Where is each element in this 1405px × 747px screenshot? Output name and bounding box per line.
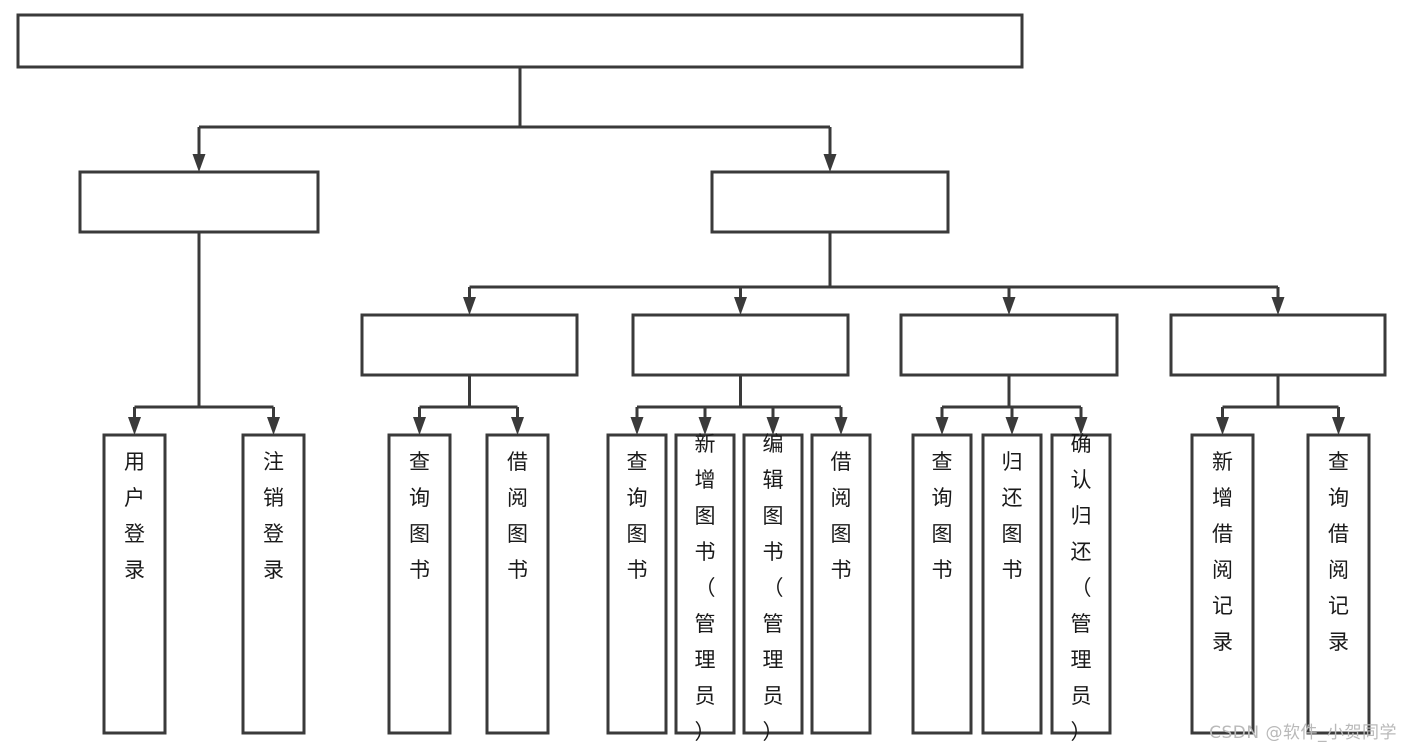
arrow-head-icon: [1002, 297, 1016, 315]
connector-layer: [128, 67, 1345, 435]
node-box-current-borrow: [899, 313, 1119, 377]
node-label-leaf-query-book-3: 查询图书: [932, 450, 953, 582]
node-box-root: [16, 13, 1024, 69]
node-leaf-add-borrow-record[interactable]: 新增借阅记录: [1190, 433, 1255, 735]
node-box-new-book-recommend: [360, 313, 579, 377]
node-label-leaf-user-login: 用户登录: [124, 450, 145, 582]
node-book-borrow[interactable]: [631, 313, 850, 377]
node-borrow-record[interactable]: [1169, 313, 1387, 377]
node-label-leaf-query-book-2: 查询图书: [627, 450, 648, 582]
arrow-head-icon: [834, 417, 848, 435]
node-box-borrow-record: [1169, 313, 1387, 377]
node-book-manage[interactable]: [710, 170, 950, 234]
node-leaf-borrow-book-1[interactable]: 借阅图书: [485, 433, 550, 735]
node-leaf-query-book-1[interactable]: 查询图书: [387, 433, 452, 735]
arrow-head-icon: [823, 154, 837, 172]
arrow-head-icon: [935, 417, 949, 435]
node-label-leaf-user-logout: 注销登录: [263, 450, 284, 582]
node-box-leaf-borrow-book-1: [485, 433, 550, 735]
arrow-head-icon: [463, 297, 476, 315]
node-label-leaf-confirm-return: 确认归还（管理员）: [1071, 432, 1092, 744]
node-leaf-borrow-book-2[interactable]: 借阅图书: [810, 433, 872, 735]
node-new-book-recommend[interactable]: [360, 313, 579, 377]
arrow-head-icon: [128, 417, 141, 435]
node-leaf-return-book[interactable]: 归还图书: [981, 433, 1043, 735]
node-leaf-query-book-3[interactable]: 查询图书: [911, 433, 973, 735]
arrow-head-icon: [1216, 417, 1229, 435]
node-box-user-login: [78, 170, 320, 234]
node-box-leaf-query-book-3: [911, 433, 973, 735]
arrow-head-icon: [1332, 417, 1345, 435]
csdn-watermark: CSDN @软件_小贺同学: [1209, 723, 1397, 743]
node-leaf-query-book-2[interactable]: 查询图书: [606, 433, 668, 735]
node-layer: 用户登录 注销登录 查询图书 借阅图书 查询图书 新增图书（管理员） 编辑图书（管理员） 借阅…: [16, 13, 1387, 744]
node-leaf-user-logout[interactable]: 注销登录: [241, 433, 306, 735]
node-label-leaf-return-book: 归还图书: [1002, 450, 1023, 582]
node-user-login[interactable]: [78, 170, 320, 234]
arrow-head-icon: [1074, 417, 1088, 435]
node-label-leaf-query-borrow-record: 查询借阅记录: [1328, 450, 1349, 654]
arrow-head-icon: [267, 417, 280, 435]
node-box-leaf-add-borrow-record: [1190, 433, 1255, 735]
arrow-head-icon: [698, 417, 712, 435]
arrow-head-icon: [766, 417, 780, 435]
node-leaf-edit-book[interactable]: 编辑图书（管理员）: [742, 432, 804, 744]
node-box-leaf-return-book: [981, 433, 1043, 735]
node-leaf-confirm-return[interactable]: 确认归还（管理员）: [1050, 432, 1112, 744]
node-box-leaf-user-login: [102, 433, 167, 735]
node-box-leaf-add-book: [674, 433, 736, 735]
arrow-head-icon: [413, 417, 426, 435]
node-leaf-query-borrow-record[interactable]: 查询借阅记录: [1306, 433, 1371, 735]
node-label-leaf-borrow-book-1: 借阅图书: [507, 450, 528, 582]
arrow-head-icon: [734, 297, 747, 315]
node-box-leaf-query-book-1: [387, 433, 452, 735]
arrow-head-icon: [1005, 417, 1019, 435]
arrow-head-icon: [511, 417, 524, 435]
node-box-book-manage: [710, 170, 950, 234]
node-box-leaf-query-borrow-record: [1306, 433, 1371, 735]
node-current-borrow[interactable]: [899, 313, 1119, 377]
node-box-leaf-query-book-2: [606, 433, 668, 735]
node-root[interactable]: [16, 13, 1024, 69]
node-label-leaf-query-book-1: 查询图书: [409, 450, 430, 582]
node-label-leaf-add-borrow-record: 新增借阅记录: [1212, 450, 1233, 654]
node-label-leaf-edit-book: 编辑图书（管理员）: [763, 432, 784, 744]
node-box-book-borrow: [631, 313, 850, 377]
arrow-head-icon: [192, 154, 206, 172]
node-label-leaf-add-book: 新增图书（管理员）: [695, 432, 716, 744]
node-leaf-user-login[interactable]: 用户登录: [102, 433, 167, 735]
node-box-leaf-user-logout: [241, 433, 306, 735]
node-box-leaf-borrow-book-2: [810, 433, 872, 735]
node-leaf-add-book[interactable]: 新增图书（管理员）: [674, 432, 736, 744]
arrow-head-icon: [1271, 297, 1285, 315]
node-label-leaf-borrow-book-2: 借阅图书: [831, 450, 852, 582]
node-box-leaf-edit-book: [742, 433, 804, 735]
node-box-leaf-confirm-return: [1050, 433, 1112, 735]
arrow-head-icon: [630, 417, 644, 435]
